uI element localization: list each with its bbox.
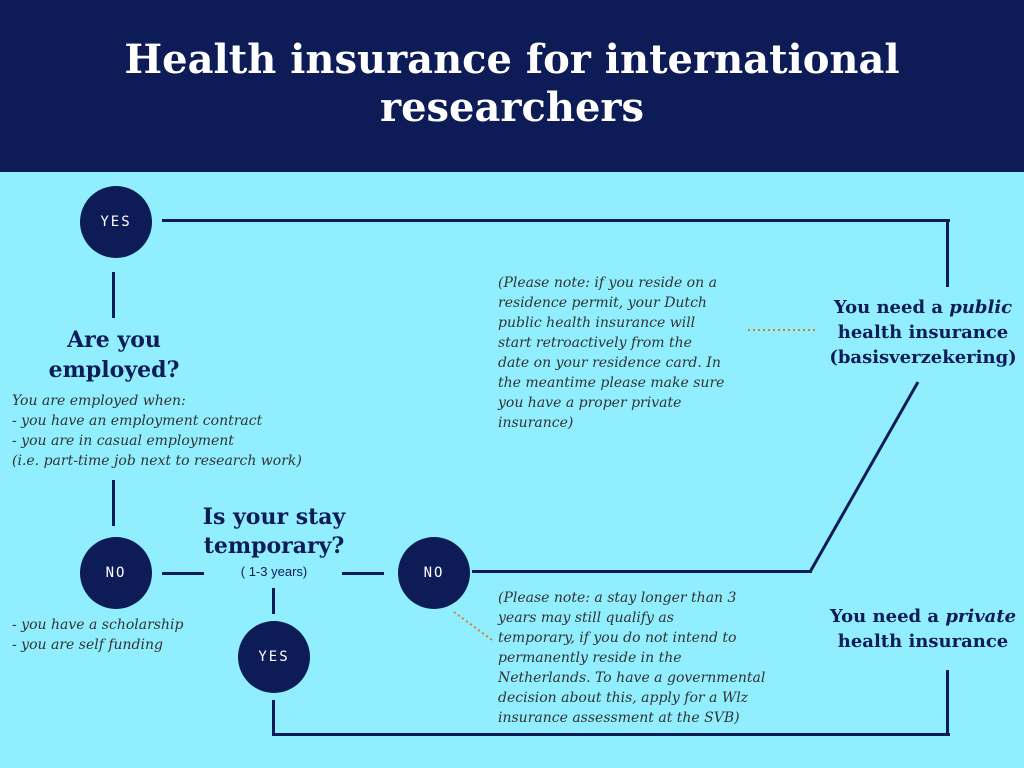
note-line: - you have an employment contract <box>12 413 263 429</box>
title-line-2: researchers <box>380 84 644 131</box>
note-line: the meantime please make sure <box>498 375 725 391</box>
question-temporary: Is your stay temporary? <box>186 503 362 561</box>
not-employed-note: - you have a scholarship - you are self f… <box>12 615 183 655</box>
no-node-mid: NO <box>398 537 470 609</box>
connector-bottom-horizontal <box>272 733 950 736</box>
connector-bottom-up-private <box>946 670 949 736</box>
connector-diagonal-to-public <box>808 381 920 573</box>
connector-no-left-to-temporary <box>162 572 204 575</box>
note-line: - you are self funding <box>12 637 163 653</box>
connector-right-down-public <box>946 219 949 287</box>
no-node-mid-label: NO <box>423 565 445 581</box>
note-line: residence permit, your Dutch <box>498 295 707 311</box>
yes-node-top-label: YES <box>100 214 132 230</box>
result-public-prefix: You need a <box>833 297 950 318</box>
result-private-line-1: You need a private <box>810 604 1024 629</box>
result-private-insurance: You need a private health insurance <box>810 604 1024 654</box>
note-line: - you are in casual employment <box>12 433 234 449</box>
note-line: date on your residence card. In <box>498 355 721 371</box>
no-node-left: NO <box>80 537 152 609</box>
note-line: you have a proper private <box>498 395 682 411</box>
note-line: years may still qualify as <box>498 610 674 626</box>
result-public-emphasis: public <box>949 297 1013 318</box>
note-line: (i.e. part-time job next to research wor… <box>12 453 302 469</box>
note-line: public health insurance will <box>498 315 696 331</box>
question-temporary-line-1: Is your stay <box>202 504 346 530</box>
note-line: Netherlands. To have a governmental <box>498 670 766 686</box>
temporary-range: ( 1-3 years) <box>240 564 308 579</box>
connector-temporary-to-yes-bottom <box>272 588 275 614</box>
connector-temporary-to-no-mid <box>342 572 384 575</box>
result-public-line-2: health insurance <box>837 322 1009 343</box>
connector-yes-bottom-down <box>272 700 275 736</box>
page-title: Health insurance for international resea… <box>40 36 984 132</box>
note-line: permanently reside in the <box>498 650 682 666</box>
note-line: (Please note: a stay longer than 3 <box>498 590 737 606</box>
yes-node-bottom: YES <box>238 621 310 693</box>
note-line: You are employed when: <box>12 393 186 409</box>
result-private-line-2: health insurance <box>837 631 1009 652</box>
connector-no-mid-right <box>472 570 812 573</box>
dotted-connector-stay-note <box>453 611 493 641</box>
note-line: insurance) <box>498 415 574 431</box>
note-line: temporary, if you do not intend to <box>498 630 737 646</box>
note-line: insurance assessment at the SVB) <box>498 710 740 726</box>
question-employed: Are you employed? <box>22 325 206 385</box>
note-line: start retroactively from the <box>498 335 692 351</box>
yes-node-bottom-label: YES <box>258 649 290 665</box>
question-employed-line-1: Are you <box>67 327 161 353</box>
note-line: - you have a scholarship <box>12 617 184 633</box>
result-public-line-3: (basisverzekering) <box>829 347 1017 368</box>
residence-permit-note: (Please note: if you reside on a residenc… <box>498 273 724 433</box>
note-line: decision about this, apply for a Wlz <box>498 690 749 706</box>
yes-node-top: YES <box>80 186 152 258</box>
result-public-insurance: You need a public health insurance (basi… <box>808 295 1024 370</box>
connector-yes-top-right <box>162 219 950 222</box>
connector-yes-to-question <box>112 272 115 318</box>
employed-when-note: You are employed when: - you have an empl… <box>12 391 302 471</box>
connector-question-to-no <box>112 480 115 526</box>
no-node-left-label: NO <box>105 565 127 581</box>
question-temporary-line-2: temporary? <box>203 533 345 559</box>
header-banner: Health insurance for international resea… <box>0 0 1024 172</box>
longer-stay-note: (Please note: a stay longer than 3 years … <box>498 588 765 728</box>
result-public-line-1: You need a public <box>808 295 1024 320</box>
title-line-1: Health insurance for international <box>124 36 900 83</box>
result-private-prefix: You need a <box>829 606 946 627</box>
note-line: (Please note: if you reside on a <box>498 275 717 291</box>
question-employed-line-2: employed? <box>48 357 180 383</box>
result-private-emphasis: private <box>945 606 1017 627</box>
